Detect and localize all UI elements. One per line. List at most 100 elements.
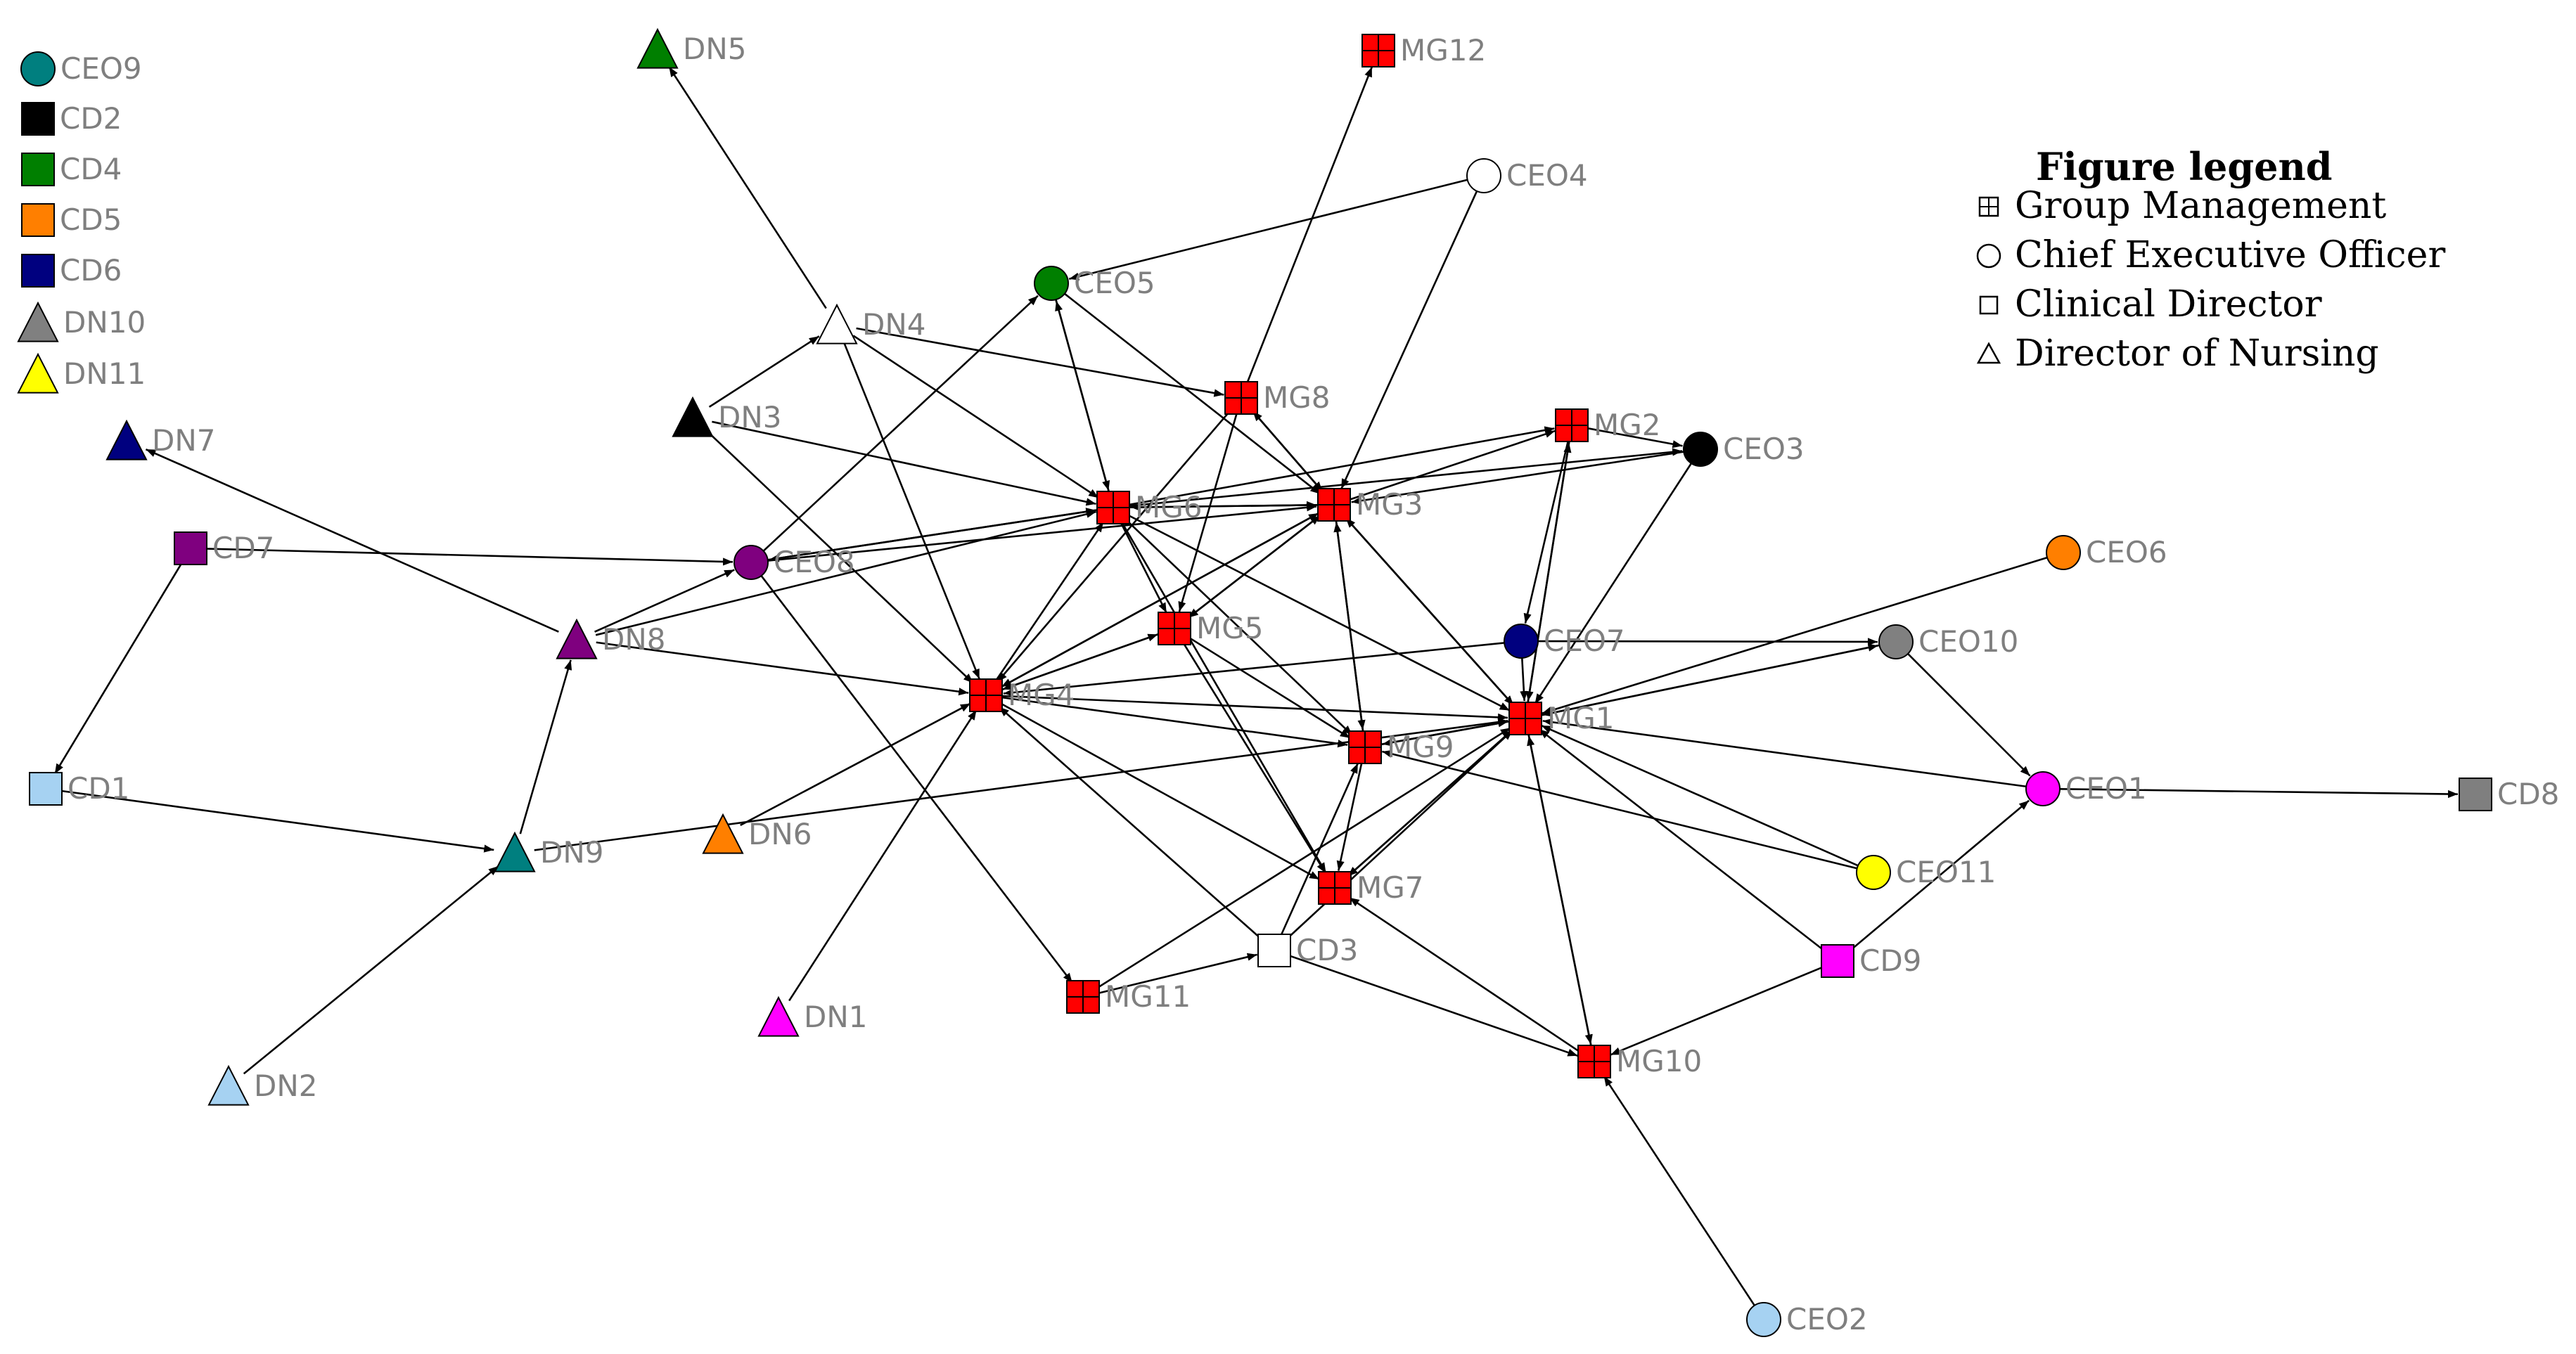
edge-mg10-to-mg1 — [1527, 735, 1592, 1046]
edge-ceo5-to-mg3 — [1064, 292, 1321, 495]
edge-mg9-to-mg7 — [1336, 763, 1363, 871]
node-dn6: DN6 — [702, 813, 812, 854]
node-mg4: MG4 — [969, 678, 1075, 712]
node-label: MG8 — [1263, 380, 1331, 415]
edge-mg6-to-mg9 — [1124, 517, 1353, 736]
node-dn2: DN2 — [207, 1064, 317, 1106]
node-mg3: MG3 — [1317, 487, 1423, 522]
node-mg10: MG10 — [1577, 1044, 1702, 1078]
legend-item-label: Chief Executive Officer — [2015, 234, 2445, 276]
node-ceo7: CEO7 — [1504, 624, 1625, 659]
node-ceo2: CEO2 — [1746, 1302, 1868, 1337]
edge-dn6-to-mg4 — [740, 702, 971, 827]
node-dn5: DN5 — [636, 27, 746, 69]
node-label: CEO9 — [60, 51, 142, 86]
edge-mg4-to-mg9 — [1001, 696, 1348, 748]
edge-dn8-to-mg4 — [596, 641, 969, 696]
node-label: MG4 — [1008, 678, 1075, 712]
node-ceo10: CEO10 — [1878, 624, 2018, 659]
node-label: CD3 — [1296, 933, 1358, 967]
legend-item-label: Clinical Director — [2015, 283, 2322, 325]
node-label: DN9 — [540, 835, 603, 870]
edge-mg4-to-mg3 — [999, 512, 1319, 689]
node-label: MG7 — [1357, 870, 1424, 905]
node-dn4: DN4 — [816, 303, 925, 344]
node-label: CD6 — [60, 253, 122, 288]
edge-mg11-to-cd3 — [1098, 953, 1258, 994]
node-label: CD4 — [60, 152, 122, 186]
edge-cd9-to-ceo1 — [1849, 799, 2030, 952]
edge-cd1-to-dn9 — [61, 789, 494, 853]
node-mg12: MG12 — [1361, 33, 1486, 67]
node-mg5: MG5 — [1158, 611, 1264, 645]
node-dn9: DN9 — [494, 831, 603, 872]
node-mg1: MG1 — [1508, 701, 1615, 735]
node-label: CEO2 — [1786, 1302, 1868, 1336]
edge-mg4-to-mg5 — [1001, 633, 1158, 691]
node-cd7: CD7 — [174, 531, 274, 565]
edge-mg9-to-mg3 — [1333, 522, 1364, 732]
node-label: MG12 — [1400, 33, 1486, 67]
edge-ceo8-to-mg3 — [767, 503, 1317, 562]
node-dn1: DN1 — [757, 995, 867, 1037]
node-mg2: MG2 — [1555, 408, 1661, 442]
edge-dn4-to-mg6 — [852, 335, 1099, 499]
edge-dn8-to-dn7 — [145, 448, 559, 633]
node-dn3: DN3 — [672, 396, 781, 437]
node-label: DN5 — [683, 32, 746, 66]
node-label: CEO8 — [774, 545, 855, 579]
node-label: MG2 — [1594, 408, 1661, 442]
edge-mg4-to-mg6 — [994, 521, 1105, 683]
edge-dn3-to-dn4 — [708, 335, 820, 408]
legend-item-label: Group Management — [2015, 185, 2386, 227]
edge-mg6-to-ceo5 — [1055, 300, 1110, 493]
legend-title: Figure legend — [2036, 144, 2332, 189]
node-dn10: DN10 — [17, 301, 146, 342]
edge-ceo11-to-mg9 — [1381, 749, 1858, 870]
edge-dn4-to-dn5 — [668, 66, 827, 309]
edge-ceo10-to-ceo1 — [1907, 653, 2031, 777]
node-dn11: DN11 — [17, 352, 146, 394]
edge-mg6-to-mg1 — [1127, 514, 1511, 711]
node-label: CEO7 — [1544, 624, 1625, 658]
node-label: DN7 — [152, 423, 215, 458]
edge-ceo4-to-ceo5 — [1068, 179, 1468, 281]
node-cd9: CD9 — [1821, 943, 1921, 978]
edge-ceo6-to-mg1 — [1542, 556, 2048, 714]
edge-mg8-to-mg4 — [997, 409, 1232, 683]
edge-ceo8-to-mg11 — [760, 575, 1073, 984]
edge-mg6-to-mg5 — [1120, 521, 1167, 614]
edges-layer — [53, 66, 2459, 1306]
edge-ceo3-to-mg3 — [1351, 451, 1684, 505]
node-label: CD8 — [2497, 777, 2559, 811]
edge-mg2-to-ceo3 — [1587, 427, 1683, 449]
edge-mg4-to-mg1 — [1001, 695, 1508, 721]
node-label: CD7 — [212, 531, 274, 565]
node-label: CEO10 — [1918, 624, 2018, 659]
edge-mg1-to-mg2 — [1527, 442, 1572, 703]
edge-dn2-to-dn9 — [243, 865, 499, 1075]
edge-ceo2-to-mg10 — [1603, 1076, 1755, 1306]
node-label: CEO5 — [1074, 266, 1155, 300]
node-label: MG10 — [1616, 1044, 1702, 1078]
node-mg6: MG6 — [1096, 490, 1203, 524]
node-ceo9: CEO9 — [20, 51, 142, 86]
node-label: CEO11 — [1896, 855, 1996, 889]
edge-mg6-to-mg7 — [1120, 521, 1327, 874]
edge-ceo4-to-mg3 — [1340, 191, 1478, 489]
node-label: CD9 — [1859, 943, 1921, 978]
node-label: DN4 — [862, 307, 925, 342]
node-label: DN8 — [602, 622, 665, 657]
node-label: CEO4 — [1506, 158, 1588, 193]
edge-cd7-to-cd1 — [53, 562, 184, 775]
edge-dn8-to-mg6 — [595, 510, 1097, 636]
node-label: DN1 — [804, 1000, 867, 1034]
node-label: MG1 — [1547, 701, 1615, 735]
node-cd4: CD4 — [21, 152, 122, 186]
edge-mg2-to-ceo7 — [1523, 441, 1570, 624]
edge-cd3-to-mg9 — [1280, 763, 1359, 936]
node-label: DN10 — [63, 305, 146, 340]
